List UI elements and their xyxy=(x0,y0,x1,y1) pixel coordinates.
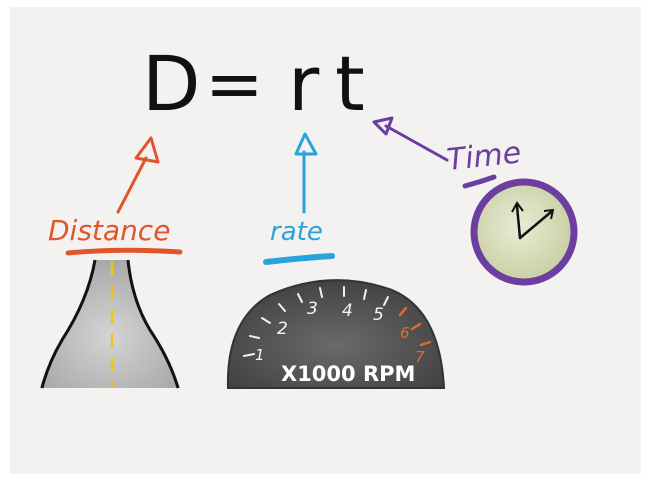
tach-num-4: 4 xyxy=(342,301,353,321)
tachometer-redline xyxy=(398,306,432,347)
tach-num-5: 5 xyxy=(373,305,384,325)
equation-t: t xyxy=(335,39,365,128)
time-group: Time xyxy=(372,116,523,189)
tach-num-1: 1 xyxy=(255,346,265,364)
distance-arrow-shaft xyxy=(116,156,148,214)
distance-label: Distance xyxy=(48,214,170,247)
clock-hour-hand-tip xyxy=(511,201,524,213)
tach-num-3: 3 xyxy=(307,299,318,319)
road-left-edge xyxy=(40,259,97,389)
time-underline xyxy=(462,174,497,189)
distance-underline xyxy=(65,247,183,256)
clock-minute-hand xyxy=(518,210,553,240)
rate-arrow-head xyxy=(294,132,318,156)
clock-face xyxy=(470,178,578,286)
tach-num-2: 2 xyxy=(277,319,288,339)
tach-num-7: 7 xyxy=(415,348,425,366)
equation-d: D xyxy=(142,39,201,128)
tachometer-unit-label: X1000 RPM xyxy=(281,362,415,386)
equation-equals: = xyxy=(205,43,264,125)
clock-hour-hand xyxy=(515,204,522,240)
tachometer-ticks xyxy=(243,286,389,357)
time-arrow-head xyxy=(372,116,394,136)
road-icon xyxy=(40,259,180,389)
rate-group: rate xyxy=(263,132,335,265)
rate-label: rate xyxy=(270,217,323,247)
equation: D = r t xyxy=(142,39,365,128)
equation-r: r xyxy=(288,39,320,128)
tach-num-6: 6 xyxy=(400,324,410,342)
tachometer-icon: 1 2 3 4 5 6 7 X1000 RPM xyxy=(226,279,446,389)
time-label: Time xyxy=(445,135,523,178)
distance-arrow-head xyxy=(134,136,160,164)
distance-group: Distance xyxy=(48,136,183,256)
rate-underline xyxy=(263,253,335,265)
time-arrow-shaft xyxy=(384,124,449,162)
road-right-edge xyxy=(126,259,180,389)
clock-minute-hand-tip xyxy=(543,208,555,220)
clock-icon xyxy=(470,178,578,286)
